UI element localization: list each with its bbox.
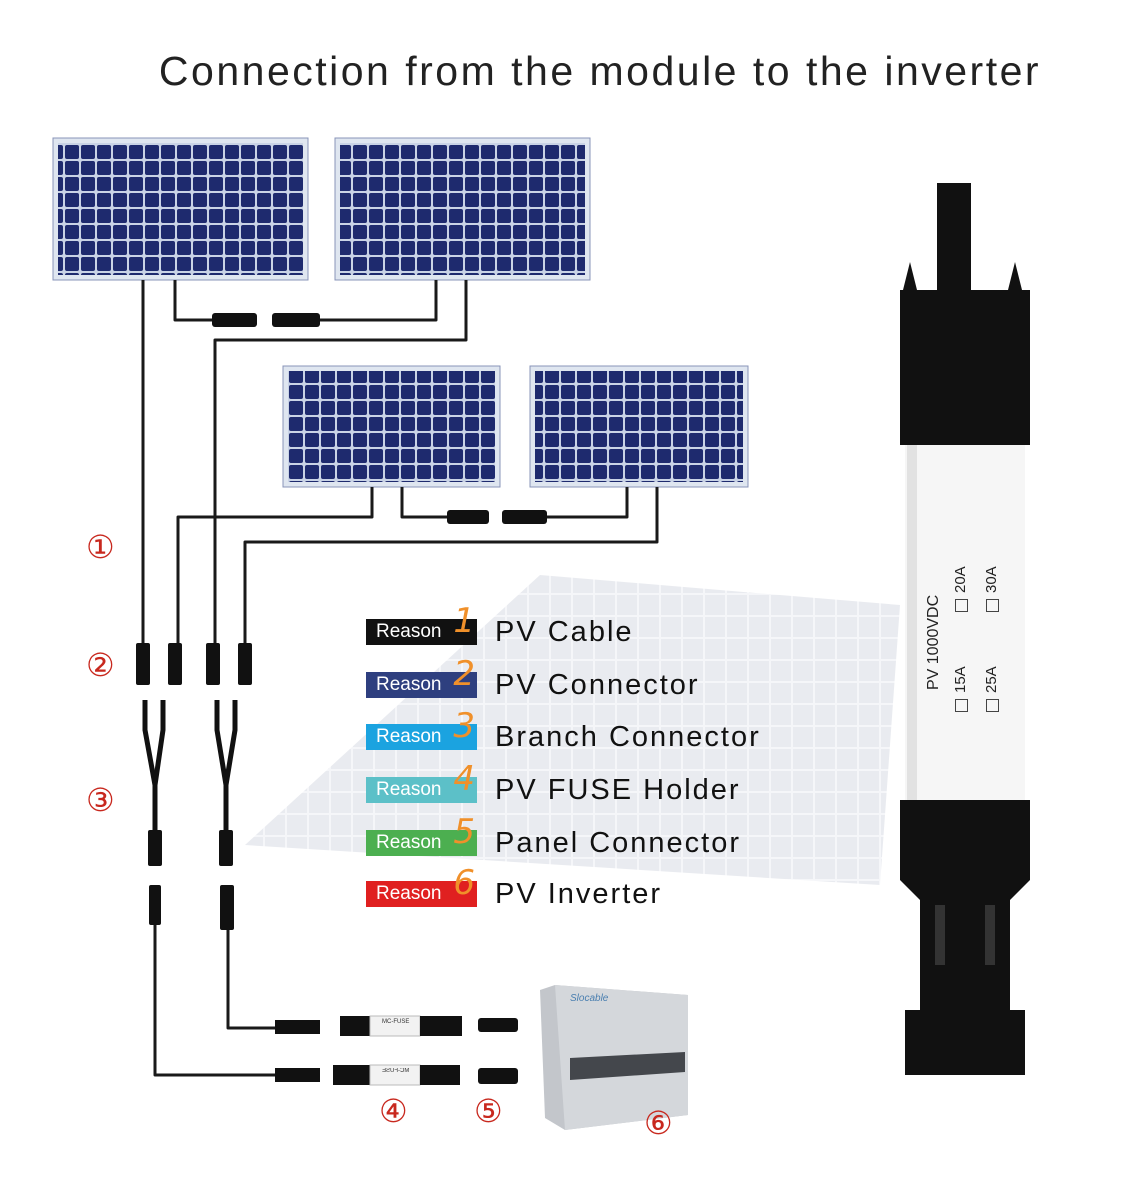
legend-label: Branch Connector (495, 720, 761, 753)
legend-label: PV Cable (495, 615, 634, 648)
background-panels (245, 575, 900, 885)
fuse-option-25a: 25A (983, 666, 1000, 712)
marker-5: ⑤ (474, 1092, 503, 1130)
solar-panel-2 (334, 137, 591, 281)
large-fuse-holder (900, 183, 1030, 1075)
small-fuse-holders (275, 1015, 462, 1086)
pv-connectors (136, 313, 547, 685)
marker-6: ⑥ (644, 1104, 673, 1142)
fuse-rating: PV 1000VDC (925, 594, 942, 690)
solar-panel-4 (529, 365, 749, 488)
pv-inverter (540, 985, 688, 1130)
marker-3: ③ (86, 781, 115, 819)
branch-connectors (142, 700, 238, 850)
marker-1: ① (86, 528, 115, 566)
marker-2: ② (86, 646, 115, 684)
small-fuse-label: MC-FUSE (382, 1019, 410, 1025)
legend-label: PV Inverter (495, 877, 663, 910)
diagram-title: Connection from the module to the invert… (158, 48, 1042, 94)
solar-panel-3 (282, 365, 501, 488)
fuse-option-30a: 30A (983, 566, 1000, 612)
marker-4: ④ (379, 1092, 408, 1130)
legend-label: PV Connector (495, 668, 700, 701)
legend-label: PV FUSE Holder (495, 773, 741, 806)
fuse-option-20a: 20A (952, 566, 969, 612)
small-fuse-label-mirrored: MC-FUSE (382, 1068, 410, 1074)
solar-panel-1 (52, 137, 309, 281)
fuse-option-15a: 15A (952, 666, 969, 712)
inverter-logo: Slocable (570, 993, 609, 1004)
legend-label: Panel Connector (495, 826, 742, 859)
panel-connectors (478, 1018, 518, 1084)
pv-cables (141, 280, 659, 1077)
